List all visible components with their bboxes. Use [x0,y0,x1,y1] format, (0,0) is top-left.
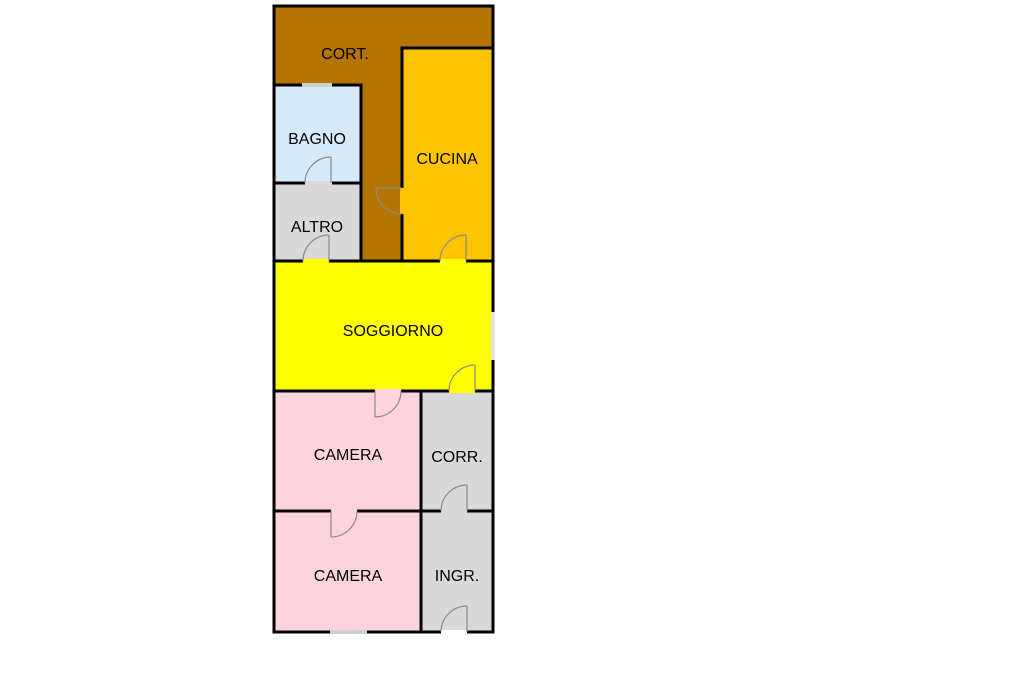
room-soggiorno [274,261,493,391]
label-cortile: CORT. [321,46,369,63]
door-bagno-arc [304,156,332,184]
room-ingresso [421,511,493,632]
label-camera-1: CAMERA [314,447,383,464]
label-corridoio: CORR. [431,449,483,466]
door-openings [302,83,495,634]
label-bagno: BAGNO [288,131,346,148]
door-swings [302,156,476,633]
door-corr-arc [440,484,468,512]
room-labels: CORT. BAGNO CUCINA ALTRO SOGGIORNO CAMER… [288,46,483,585]
door-cortile-cucina-arc [375,187,403,215]
door-camera1-arc [374,390,402,418]
label-soggiorno: SOGGIORNO [343,323,443,340]
door-soggiorno-corr-arc [448,364,476,392]
label-altro: ALTRO [291,219,343,236]
room-cortile [274,6,493,261]
label-ingresso: INGR. [435,568,479,585]
room-bagno [274,85,361,183]
room-fills [274,6,493,632]
door-camera2-arc [330,510,358,538]
door-cucina-arc [439,234,467,262]
door-altro-arc [302,234,330,262]
label-cucina: CUCINA [416,151,478,168]
label-camera-2: CAMERA [314,568,383,585]
room-corridoio [421,391,493,511]
room-camera-1 [274,391,421,511]
room-altro [274,183,361,261]
room-cucina [402,48,493,261]
door-ingr-arc [440,605,468,633]
